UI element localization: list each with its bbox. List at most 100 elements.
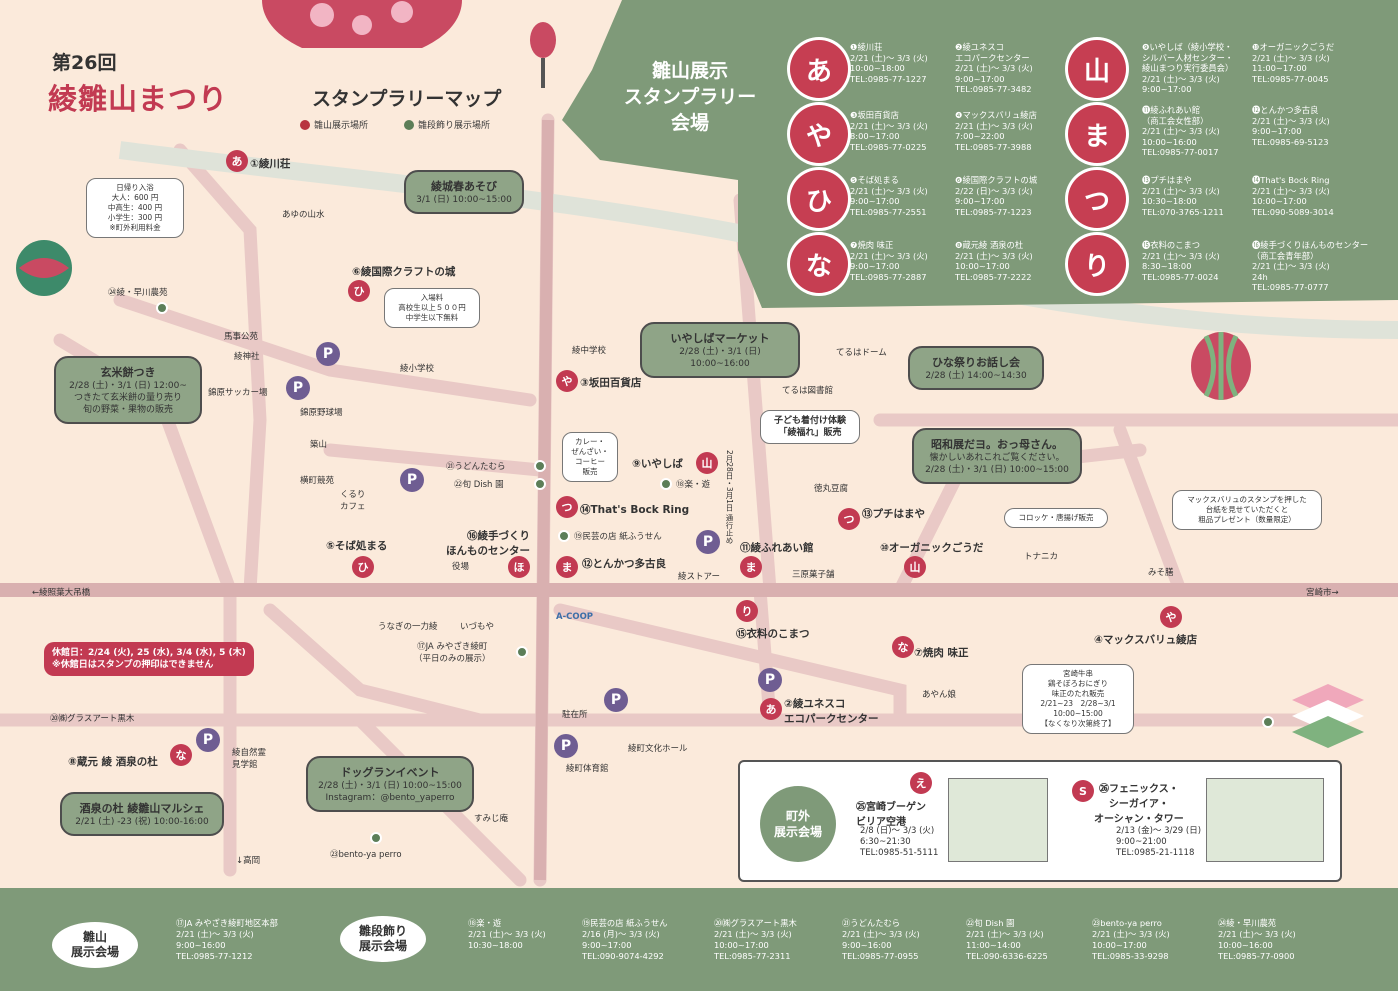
label-sakata: ③坂田百貨店 <box>580 377 642 389</box>
outside-venues-title: 町外 展示会場 <box>760 786 836 862</box>
green-spot-hayakawa[interactable] <box>156 302 168 314</box>
footer-venue: ㉔綾・早川農苑 2/21 (土)～ 3/3 (火) 10:00~16:00 TE… <box>1218 918 1296 961</box>
footer-panel <box>0 888 1398 991</box>
seagaia-minimap <box>1206 778 1324 862</box>
flower-na: な <box>790 235 848 293</box>
green-spot-tamura[interactable] <box>534 460 546 472</box>
landmark-label: みそ膳 <box>1148 568 1174 578</box>
info-airport: 2/8 (日)～ 3/3 (火) 6:30~21:30 TEL:0985-51-… <box>860 826 939 858</box>
pin-soba-maru[interactable]: ひ <box>352 556 374 578</box>
pin-fureai[interactable]: ま <box>740 556 762 578</box>
label-hayakawa: ㉔綾・早川農苑 <box>108 288 168 298</box>
flower-ya: や <box>790 105 848 163</box>
acoop-logo: A-COOP <box>556 612 594 622</box>
parking-icon: P <box>400 468 424 492</box>
legend-tsurushi: 雛段飾り展示場所 <box>404 118 490 131</box>
landmark-label: 綾中学校 <box>572 346 607 356</box>
pin-organic[interactable]: 山 <box>904 556 926 578</box>
landmark-label: 綾自然霊 見学館 <box>232 748 267 770</box>
green-spot-glassart[interactable] <box>1262 716 1274 728</box>
landmark-label: 徳丸豆腐 <box>814 484 849 494</box>
venue-15: ⓯衣料のこまつ 2/21 (土)～ 3/3 (火) 8:30~18:00 TEL… <box>1142 240 1220 282</box>
flower-ma: ま <box>1068 105 1126 163</box>
venue-panel-bg <box>562 0 1398 308</box>
pin-tonkatsu[interactable]: ま <box>556 556 578 578</box>
pin-maxvalu[interactable]: や <box>1160 606 1182 628</box>
landmark-label: 綾小学校 <box>400 364 435 374</box>
parking-icon: P <box>196 728 220 752</box>
parking-icon: P <box>696 530 720 554</box>
airport-minimap <box>948 778 1048 862</box>
venue-9: ❾いやしば（綾小学校・ シルバー人材センター・ 綾山まつり実行委員会） 2/21… <box>1142 42 1234 95</box>
landmark-label: くるり カフェ <box>340 490 366 512</box>
flower-ri: り <box>1068 235 1126 293</box>
label-ecopark: ②綾ユネスコ エコパークセンター <box>784 698 879 725</box>
parking-icon: P <box>286 376 310 400</box>
green-spot-perro[interactable] <box>370 832 382 844</box>
pin-ecopark[interactable]: あ <box>760 698 782 720</box>
pin-puchihamaya[interactable]: つ <box>838 508 860 530</box>
venue-10: ❿オーガニックごうだ 2/21 (土)～ 3/3 (火) 11:00~17:00… <box>1252 42 1335 84</box>
green-spot-dish[interactable] <box>534 478 546 490</box>
pin-craft-castle[interactable]: ひ <box>348 280 370 302</box>
label-maxvalu: ④マックスバリュ綾店 <box>1094 634 1198 646</box>
landmark-label: トナニカ <box>1024 552 1059 562</box>
footer-venue: ⑱楽・遊 2/21 (土)～ 3/3 (火) 10:30~18:00 <box>468 918 546 950</box>
label-seagaia: ㉖フェニックス・ シーガイア・ オーシャン・タワー <box>1094 784 1184 825</box>
flower-yama: 山 <box>1068 40 1126 98</box>
landmark-label: いづもや <box>460 622 495 632</box>
green-spot-kamifusen[interactable] <box>558 530 570 542</box>
pin-shusen[interactable]: な <box>170 744 192 766</box>
footer-venue: ㉓bento-ya perro 2/21 (土)～ 3/3 (火) 10:00~… <box>1092 918 1170 961</box>
venue-4: ❹マックスバリュ綾店 2/21 (土)～ 3/3 (火) 7:00~22:00 … <box>955 110 1037 152</box>
road-closure-note: 2月28日・3月1日 通行止め <box>725 450 734 544</box>
venue-8: ❽蔵元綾 酒泉の杜 2/21 (土)～ 3/3 (火) 10:00~17:00 … <box>955 240 1033 282</box>
green-spot-rakuyu[interactable] <box>660 478 672 490</box>
info-seagaia: 2/13 (金)～ 3/29 (日) 9:00~21:00 TEL:0985-2… <box>1116 826 1202 858</box>
label-honmono: ⑯綾手づくり ほんものセンター <box>446 530 530 557</box>
footer-venue: ㉑うどんたむら 2/21 (土)～ 3/3 (火) 9:00~16:00 TEL… <box>842 918 920 961</box>
note-cafe: カレー・ ぜんざい・ コーヒー 販売 <box>562 432 618 482</box>
footer-venue: ⑳㈱グラスアート黒木 2/21 (土)～ 3/3 (火) 10:00~17:00… <box>714 918 797 961</box>
landmark-label: あゆの山水 <box>282 210 325 220</box>
pin-seagaia[interactable]: S <box>1072 780 1094 802</box>
flower-tsu: つ <box>1068 170 1126 228</box>
pin-honmono[interactable]: ほ <box>508 556 530 578</box>
label-fureai: ⑪綾ふれあい館 <box>740 542 814 554</box>
landmark-label: 築山 <box>310 440 328 450</box>
landmark-label: 役場 <box>452 562 470 572</box>
note-kids: 子ども着付け体験 「綾福れ」販売 <box>760 410 860 444</box>
label-dish: ㉒旬 Dish 園 <box>454 480 504 490</box>
landmark-label: 綾町文化ホール <box>628 744 688 754</box>
pin-iyashiba[interactable]: 山 <box>696 452 718 474</box>
landmark-label: あやん娘 <box>922 690 957 700</box>
pin-sakata[interactable]: や <box>556 370 578 392</box>
parking-icon: P <box>316 342 340 366</box>
landmark-label: ↓高岡 <box>236 856 261 866</box>
pin-komatsu[interactable]: り <box>736 600 758 622</box>
parking-icon: P <box>604 688 628 712</box>
pin-bockring[interactable]: つ <box>556 496 578 518</box>
landmark-label: てるはドーム <box>836 348 887 358</box>
label-organic: ⑩オーガニックごうだ <box>880 542 984 554</box>
landmark-label: 駐在所 <box>562 710 588 720</box>
edition-label: 第26回 <box>52 52 117 74</box>
note-onsen: 日帰り入浴 大人：600 円 中高生：400 円 小学生：300 円 ※町外利用… <box>86 178 184 238</box>
landmark-label: ←綾照葉大吊橋 <box>32 588 91 598</box>
pin-ajimasa[interactable]: な <box>892 636 914 658</box>
note-croquette: コロッケ・唐揚げ販売 <box>1004 508 1108 528</box>
venue-12: ⓬とんかつ多古良 2/21 (土)～ 3/3 (火) 9:00~17:00 TE… <box>1252 105 1330 147</box>
event-bubble: 昭和展だヨ。おっ母さん。懐かしいあれこれご覧ください。 2/28 (土)・3/1… <box>912 428 1082 484</box>
label-ajimasa: ⑦焼肉 味正 <box>914 647 969 659</box>
hishimochi-icon <box>1292 684 1364 748</box>
landmark-label: 宮崎市→ <box>1306 588 1339 598</box>
green-spot-ja[interactable] <box>516 646 528 658</box>
venue-13: ⓭プチはまや 2/21 (土)～ 3/3 (火) 10:30~18:00 TEL… <box>1142 175 1224 217</box>
pin-airport[interactable]: え <box>910 772 932 794</box>
temari-ball-icon <box>16 240 72 296</box>
panel-title: 雛山展示 スタンプラリー 会場 <box>623 60 757 134</box>
pin-ayagawaso[interactable]: あ <box>226 150 248 172</box>
legend-hina: 雛山展示場所 <box>300 118 368 131</box>
